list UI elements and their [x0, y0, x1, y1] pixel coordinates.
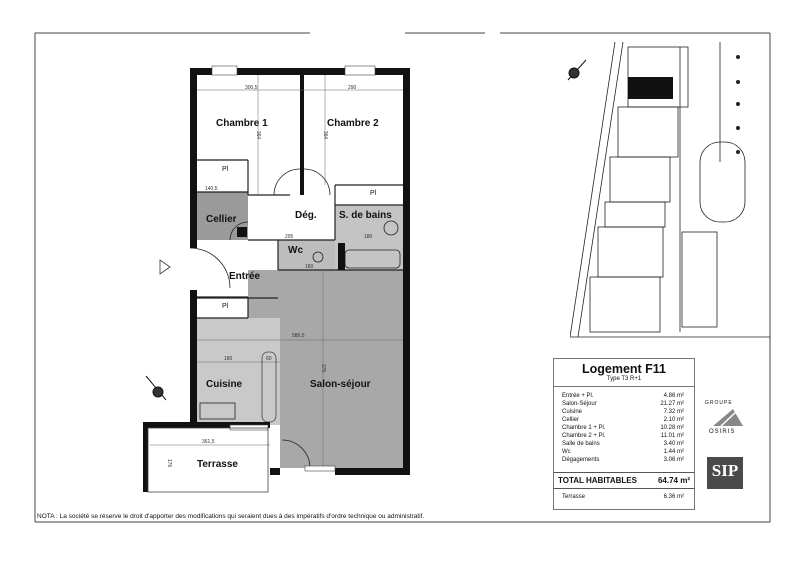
compass-icon	[145, 59, 587, 401]
dimension-label: 176	[166, 458, 173, 468]
sdb-floor	[335, 205, 403, 270]
surface-row: Entrée + Pl. 4.86 m²	[554, 392, 694, 400]
surface-row-label: Dégagements	[562, 457, 600, 463]
dimension-label: 295	[285, 234, 294, 240]
surface-row-value: 10.28 m²	[660, 425, 684, 431]
room-label-cuisine: Cuisine	[206, 379, 243, 390]
entrance-arrow-icon	[159, 259, 171, 275]
surface-row-value: 11.01 m²	[660, 433, 684, 439]
sejour-floor	[280, 270, 403, 468]
washbasin-icon	[383, 220, 399, 236]
surface-row: Chambre 2 + Pl. 11.01 m²	[554, 432, 694, 440]
nota-disclaimer: NOTA : La société se réserve le droit d'…	[37, 513, 425, 520]
dimension-label: 180	[224, 356, 233, 362]
surface-row-value: 2.10 m²	[663, 417, 684, 423]
cuisine-floor	[197, 318, 280, 425]
room-label-degagement: Dég.	[295, 210, 317, 221]
terrasse-outline	[147, 427, 269, 493]
room-label-salle-de-bains: S. de bains	[339, 210, 392, 221]
total-row: TOTAL HABITABLES 64.74 m²	[554, 472, 694, 489]
toilet-icon	[312, 251, 324, 263]
dimension-label: 60	[266, 356, 272, 362]
surface-summary-table: Logement F11 Type T3 R+1 Entrée + Pl. 4.8…	[553, 358, 695, 510]
surface-row-label: Wc	[562, 449, 571, 455]
placard-label: Pl	[222, 303, 229, 310]
room-label-wc: Wc	[288, 245, 303, 256]
terrasse-value: 6.36 m²	[663, 494, 684, 500]
surface-row-value: 7.32 m²	[663, 409, 684, 415]
room-label-cellier: Cellier	[206, 214, 237, 225]
surface-row-label: Chambre 2 + Pl.	[562, 433, 606, 439]
dimension-label: 180	[305, 264, 314, 270]
selected-unit-marker	[628, 77, 673, 99]
surface-row: Salle de bains 3.40 m²	[554, 440, 694, 448]
dimension-label: 361,5	[202, 439, 215, 445]
surface-row-label: Chambre 1 + Pl.	[562, 425, 606, 431]
surface-row-value: 1.44 m²	[663, 449, 684, 455]
unit-title: Logement F11	[581, 362, 667, 376]
surface-row-value: 3.06 m²	[663, 457, 684, 463]
room-label-terrasse: Terrasse	[197, 459, 238, 470]
surface-row-label: Cuisine	[562, 409, 583, 415]
placard-label: Pl	[222, 166, 229, 173]
placard-label: Pl	[370, 190, 377, 197]
dimension-label: 290	[348, 85, 357, 91]
surface-row-value: 3.40 m²	[663, 441, 684, 447]
room-label-entree: Entrée	[229, 271, 261, 282]
dimension-label: 580,5	[292, 333, 305, 339]
surface-row-value: 4.86 m²	[663, 393, 684, 399]
surface-row-label: Salon-Séjour	[562, 401, 597, 407]
sip-logo: SIP	[707, 457, 743, 489]
dimension-label: 375	[320, 363, 327, 373]
surface-row-label: Entrée + Pl.	[562, 393, 594, 399]
dimension-label: 140,5	[205, 186, 218, 192]
dimension-label: 364	[322, 130, 329, 140]
surface-row-label: Salle de bains	[562, 441, 600, 447]
surface-row: Dégagements 3.06 m²	[554, 456, 694, 464]
dimension-label: 180	[364, 234, 373, 240]
osiris-logo-top-text: GROUPE	[705, 400, 733, 406]
unit-type: Type T3 R+1	[606, 376, 642, 382]
terrasse-label: Terrasse	[562, 494, 586, 500]
surface-row-label: Cellier	[562, 417, 580, 423]
osiris-logo: GROUPE OSIRIS	[703, 400, 753, 440]
total-label: TOTAL HABITABLES	[558, 476, 637, 485]
surface-row: Salon-Séjour 21.27 m²	[554, 400, 694, 408]
surface-row: Cellier 2.10 m²	[554, 416, 694, 424]
room-label-salon-sejour: Salon-séjour	[310, 379, 371, 390]
terrasse-row: Terrasse 6.36 m²	[554, 493, 694, 501]
dimension-label: 300,5	[245, 85, 258, 91]
sink-icon	[199, 402, 236, 420]
total-value: 64.74 m²	[657, 476, 690, 485]
surface-row-value: 21.27 m²	[660, 401, 684, 407]
dimension-label: 364	[255, 130, 262, 140]
surface-row: Wc 1.44 m²	[554, 448, 694, 456]
wc-floor	[278, 240, 335, 270]
room-label-chambre-1: Chambre 1	[216, 118, 268, 129]
site-plan	[570, 42, 770, 338]
osiris-logo-text: OSIRIS	[709, 429, 736, 435]
surface-row: Chambre 1 + Pl. 10.28 m²	[554, 424, 694, 432]
room-label-chambre-2: Chambre 2	[327, 118, 379, 129]
surface-row: Cuisine 7.32 m²	[554, 408, 694, 416]
